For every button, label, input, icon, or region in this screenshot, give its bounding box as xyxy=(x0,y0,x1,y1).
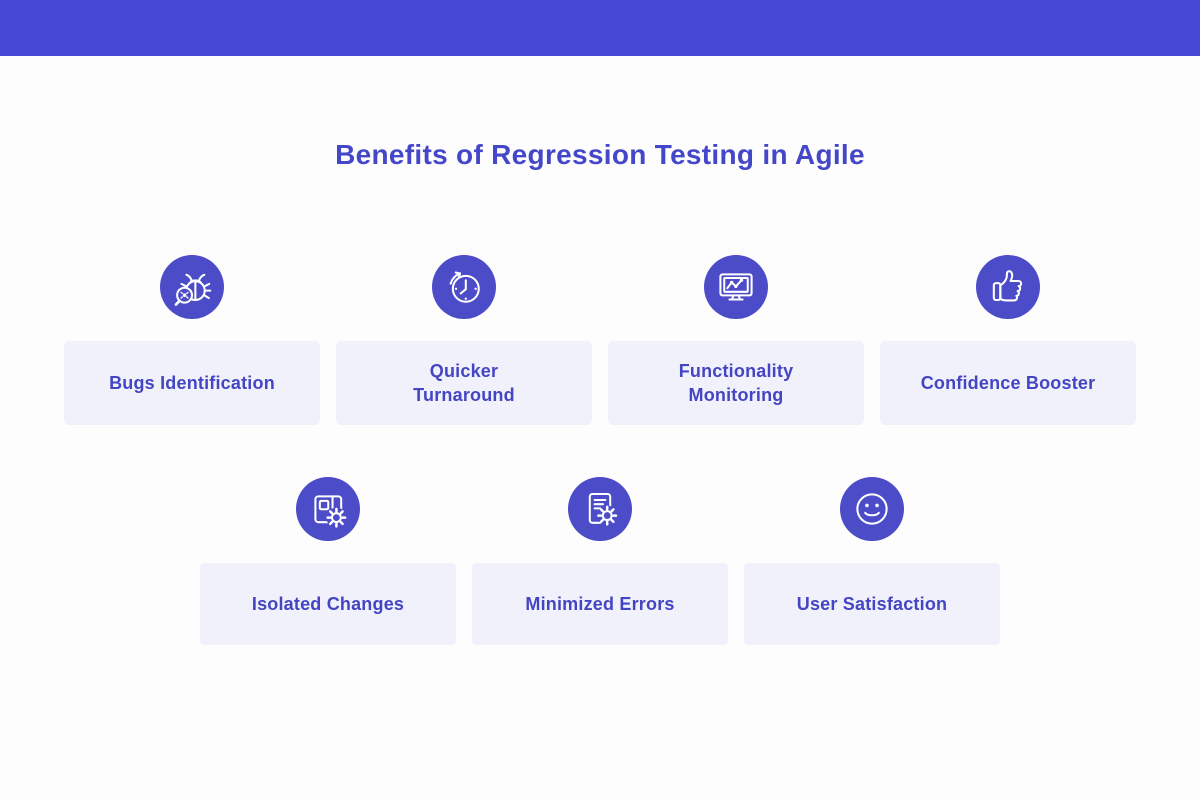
benefits-row-2: Isolated Changes Minimized Errors xyxy=(0,477,1200,645)
clock-arrow-icon xyxy=(432,255,496,319)
bug-magnifier-icon xyxy=(160,255,224,319)
benefit-item: Minimized Errors xyxy=(472,477,728,645)
benefit-item: User Satisfaction xyxy=(744,477,1000,645)
benefit-card: Minimized Errors xyxy=(472,563,728,645)
top-accent-bar xyxy=(0,0,1200,56)
thumbs-up-icon xyxy=(976,255,1040,319)
benefit-card: Quicker Turnaround xyxy=(336,341,592,425)
benefit-label: Minimized Errors xyxy=(525,594,675,614)
benefit-label: Quicker Turnaround xyxy=(413,361,515,405)
benefit-item: Bugs Identification xyxy=(64,255,320,425)
benefit-item: Quicker Turnaround xyxy=(336,255,592,425)
benefits-row-1: Bugs Identification Quicker Turnaround F… xyxy=(0,255,1200,425)
benefit-card: Confidence Booster xyxy=(880,341,1136,425)
benefit-label: User Satisfaction xyxy=(796,594,948,614)
page-title: Benefits of Regression Testing in Agile xyxy=(335,139,865,170)
benefit-card: Isolated Changes xyxy=(200,563,456,645)
benefit-label: Bugs Identification xyxy=(109,373,275,393)
benefit-card: User Satisfaction xyxy=(744,563,1000,645)
benefit-label: Confidence Booster xyxy=(920,373,1096,393)
benefit-card: Bugs Identification xyxy=(64,341,320,425)
smiley-face-icon xyxy=(840,477,904,541)
benefit-item: Isolated Changes xyxy=(200,477,456,645)
benefit-card: Functionality Monitoring xyxy=(608,341,864,425)
monitor-chart-icon xyxy=(704,255,768,319)
benefit-item: Confidence Booster xyxy=(880,255,1136,425)
benefit-label: Isolated Changes xyxy=(251,594,405,614)
window-gear-icon xyxy=(296,477,360,541)
document-gear-icon xyxy=(568,477,632,541)
benefit-item: Functionality Monitoring xyxy=(608,255,864,425)
benefit-label: Functionality Monitoring xyxy=(678,361,794,405)
